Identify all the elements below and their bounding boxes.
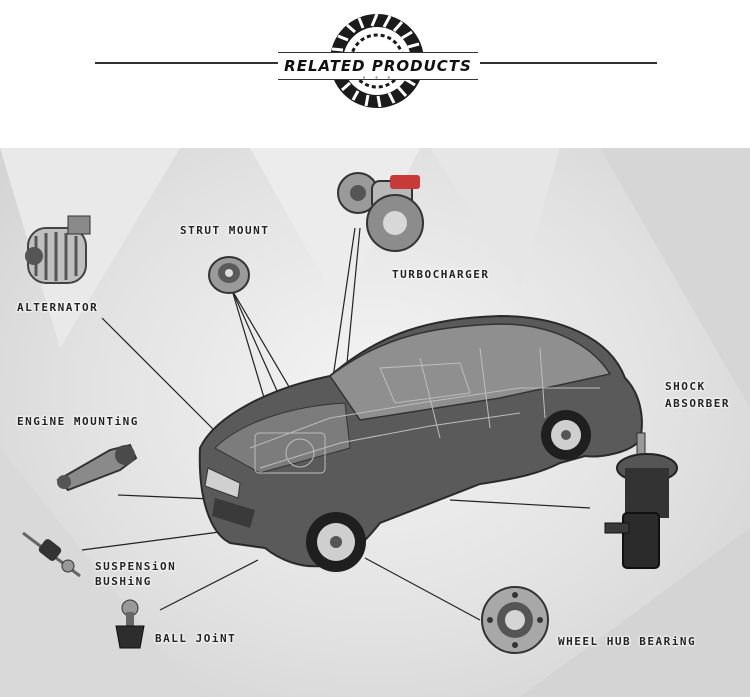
- turbocharger-image[interactable]: [330, 163, 435, 258]
- shock-absorber-label-line1: SHOCK: [665, 380, 706, 393]
- suspension-bushing-label-line2: BUSHiNG: [95, 575, 152, 588]
- wheel-hub-bearing-image[interactable]: [478, 583, 553, 658]
- background-facets: [0, 148, 750, 697]
- car-cutaway: [198, 314, 643, 572]
- banner-dots: • • •: [362, 74, 394, 82]
- suspension-bushing-label-line1: SUSPENSiON: [95, 560, 177, 573]
- engine-mounting-label: ENGiNE MOUNTiNG: [17, 415, 139, 428]
- shock-absorber-image[interactable]: [595, 428, 700, 578]
- ball-joint-label: BALL JOiNT: [155, 632, 237, 645]
- alternator-image[interactable]: [20, 208, 100, 298]
- turbocharger-label: TURBOCHARGER: [392, 268, 490, 281]
- banner-title: RELATED PRODUCTS: [278, 52, 478, 80]
- header-rule-left: [95, 62, 280, 64]
- header-rule-right: [480, 62, 657, 64]
- suspension-bushing-image[interactable]: [18, 528, 88, 583]
- engine-mounting-image[interactable]: [50, 430, 145, 495]
- related-products-header: RELATED PRODUCTS • • •: [0, 0, 750, 148]
- alternator-label: ALTERNATOR: [17, 301, 99, 314]
- wheel-hub-bearing-label: WHEEL HUB BEARiNG: [558, 635, 697, 648]
- shock-absorber-label-line2: ABSORBER: [665, 397, 730, 410]
- strut-mount-image[interactable]: [205, 253, 255, 298]
- parts-diagram: ALTERNATOR STRUT MOUNT TURBOCHARGER SHOC…: [0, 148, 750, 697]
- strut-mount-label: STRUT MOUNT: [180, 224, 270, 237]
- ball-joint-image[interactable]: [110, 598, 150, 653]
